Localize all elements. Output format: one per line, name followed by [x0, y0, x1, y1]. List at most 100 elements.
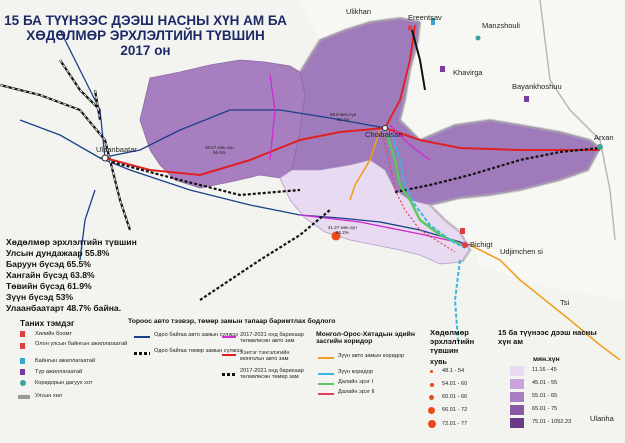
stats-heading: Хөдөлмөр эрхлэлтийн түвшин: [6, 237, 137, 247]
label-khavirga: Khavirga: [453, 68, 483, 77]
map-title-line-3: 2017 он: [120, 43, 171, 58]
pop-swatch-3: [510, 392, 524, 402]
ulaanbaatar-point: [101, 154, 109, 162]
emp-dot-4: [428, 407, 435, 414]
manzshouli-point: [475, 35, 481, 41]
planned-road-swatch: [222, 336, 236, 338]
port-icon-ereentsav: [431, 18, 435, 25]
corridor-city-icon: [20, 380, 26, 386]
legend-employment-unit: хувь: [430, 357, 447, 366]
legend-routes: Одоо байгаа авто замын сүлжээ Одоо байга…: [134, 332, 314, 412]
temporary-port-icon: [20, 369, 25, 375]
legend-employment: 48.1 - 54 54.01 - 60 60.01 - 66 66.01 - …: [427, 366, 488, 438]
port-icon-bichigt: [460, 228, 465, 234]
label-ulaanbaatar: Ulaanbaatar: [96, 145, 137, 154]
map-title-line-2: ХӨДӨЛМӨР ЭРХЛЭЛТИЙН ТҮВШИН: [26, 28, 265, 43]
ereentsav-point: [407, 25, 413, 31]
state-border-swatch: [18, 395, 30, 399]
legend-route-existing-road: Одоо байгаа авто замын сүлжээ: [154, 332, 238, 338]
emp-dot-3: [429, 395, 434, 400]
planned-railway: [111, 146, 601, 301]
planned-road: [269, 74, 471, 246]
legend-employment-heading: Хөдөлмөр эрхлэлтийн түвшин: [430, 328, 475, 355]
legend-population-class: 65.01 - 75: [532, 406, 558, 412]
north-railway: [411, 29, 426, 91]
legend-corridor-heading: Монгол-Орос-Хятадын эдийн засгийн коридо…: [316, 331, 415, 345]
legend-population-class: 11.16 - 45: [532, 367, 557, 373]
port-icon-bayankhoshuu: [524, 96, 529, 102]
legend-employment-class: 72.01 - 77: [442, 421, 468, 427]
legend-item-temporary-port: Түр ажиллагаатай: [35, 369, 83, 375]
label-tsi: Tsi: [560, 298, 570, 307]
label-ulikhan: Ulikhan: [346, 7, 372, 16]
legend-corridor-sea-2: Далайн эрэг II: [338, 389, 375, 395]
pop-swatch-2: [510, 379, 524, 389]
existing-road: [19, 29, 471, 261]
intl-port-icon: [20, 343, 25, 349]
legend-route-khentii-road: Хэнтэг тэнгэлэгийн монгольн авто зам: [240, 350, 290, 362]
legend-route-planned-rail: 2017-2021 онд барихаар төлөвлөсөн төмөр …: [240, 368, 304, 380]
sea-1-swatch: [318, 383, 334, 385]
label-ereentsav: Ereentsav: [408, 13, 442, 22]
legend-population-heading: 15 ба түүнээс дээш насны хүн ам: [498, 328, 597, 346]
emp-dot-2: [429, 382, 434, 387]
employment-stats: Хөдөлмөр эрхлэлтийн түвшин Улсын дундажа…: [6, 237, 137, 314]
legend-population-class: 45.01 - 55: [532, 380, 558, 386]
legend-population: 11.16 - 45 45.01 - 55 55.01 - 65 65.01 -…: [510, 366, 610, 440]
legend-route-existing-rail: Одоо байгаа төмөр замын сүлжээ: [154, 348, 243, 354]
legend-item-intl-port: Олон улсын байнгын ажиллагаатай: [35, 341, 128, 347]
legend-item-permanent-port: Байнгын ажиллагаатай: [35, 358, 96, 364]
legend-population-unit: мян.хүн: [533, 356, 560, 363]
stats-line: Төвийн бүсэд 61.9%: [6, 281, 92, 291]
legend-routes-heading: Тороос авто тээвэр, төмөр замын тапаар б…: [128, 318, 336, 325]
port-icon-khavirga: [440, 66, 445, 72]
emp-dot-5: [427, 420, 436, 428]
corridor-road: [349, 129, 381, 201]
region-label-sukhbaatar: 41.27 мян.хүн 65.2%: [328, 225, 357, 235]
label-arxan: Arxan: [594, 133, 614, 142]
permanent-port-icon: [20, 358, 25, 364]
planned-rail-swatch: [222, 373, 236, 376]
emp-dot-1: [430, 370, 433, 373]
khentii-road: [104, 126, 600, 177]
bichigt-point: [462, 242, 468, 248]
state-border: [298, 16, 602, 263]
legend-item-corridor-city: Коридорын дагуух хот: [35, 380, 93, 386]
label-ulanha: Ulanha: [590, 414, 614, 423]
sea-2-swatch: [318, 393, 334, 395]
stats-line: Улаанбаатарт 48.7% байна.: [6, 303, 122, 313]
legend-symbols-heading: Таних тэмдэг: [20, 318, 75, 328]
legend-corridor-east: Зүүн коридор: [338, 369, 373, 375]
region-label-dornod: 55.8 мян.хүн 40.1%: [330, 112, 357, 122]
legend-employment-class: 48.1 - 54: [442, 368, 465, 374]
existing-road-swatch: [134, 336, 150, 338]
map-title-line-1: 15 БА ТҮҮНЭЭС ДЭЭШ НАСНЫ ХҮН АМ БА: [4, 13, 287, 28]
stats-line: Хангайн бүсэд 63.8%: [6, 270, 95, 280]
legend-employment-class: 66.01 - 72: [442, 407, 468, 413]
khentii-road-swatch: [222, 354, 236, 356]
pop-swatch-5: [510, 418, 524, 428]
legend-employment-class: 60.01 - 66: [442, 394, 468, 400]
choibalsan-point: [382, 125, 388, 131]
sea-corridor-1: [385, 134, 463, 247]
pop-swatch-4: [510, 405, 524, 415]
east-corridor: [391, 134, 466, 249]
east-corridor-swatch: [318, 373, 334, 375]
legend-corridor-sea-1: Далайн эрэг I: [338, 379, 374, 385]
legend-population-class: 55.01 - 65: [532, 393, 558, 399]
border-port-icon: [20, 331, 25, 337]
employment-dot: [331, 231, 341, 241]
stats-line: Баруун бүсэд 65.5%: [6, 259, 91, 269]
legend-route-planned-road: 2017-2021 онд барихаар төлөвлөсөн авто з…: [240, 332, 304, 344]
pop-swatch-1: [510, 366, 524, 376]
legend-employment-class: 54.01 - 60: [442, 381, 468, 387]
legend-item-state-border: Улсын хил: [35, 393, 63, 399]
legend-corridor: Зүүн авто замын коридор Зүүн коридор Дал…: [318, 353, 428, 413]
label-bayankhoshuu: Bayankhoshuu: [512, 82, 562, 91]
sea-corridor-2: [382, 134, 456, 253]
legend-population-class: 75.01 - 1052.23: [532, 419, 572, 425]
label-manzshouli: Manzshouli: [482, 21, 520, 30]
existing-rail-swatch: [134, 352, 150, 355]
label-choibalsan: Choibalsan: [365, 130, 403, 139]
